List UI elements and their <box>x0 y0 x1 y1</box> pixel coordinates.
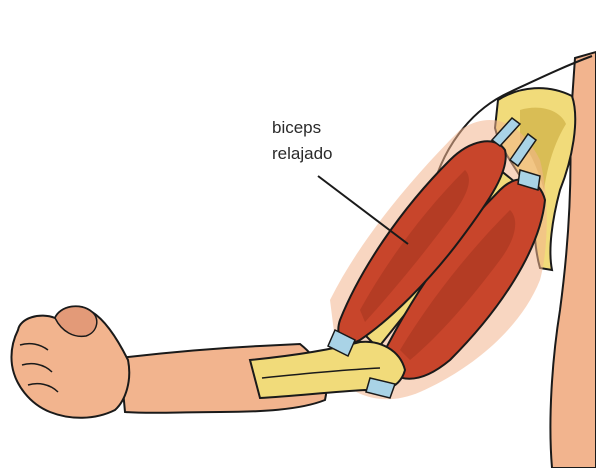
biceps-label-line1: biceps <box>272 118 321 138</box>
biceps-label-line2: relajado <box>272 144 333 164</box>
